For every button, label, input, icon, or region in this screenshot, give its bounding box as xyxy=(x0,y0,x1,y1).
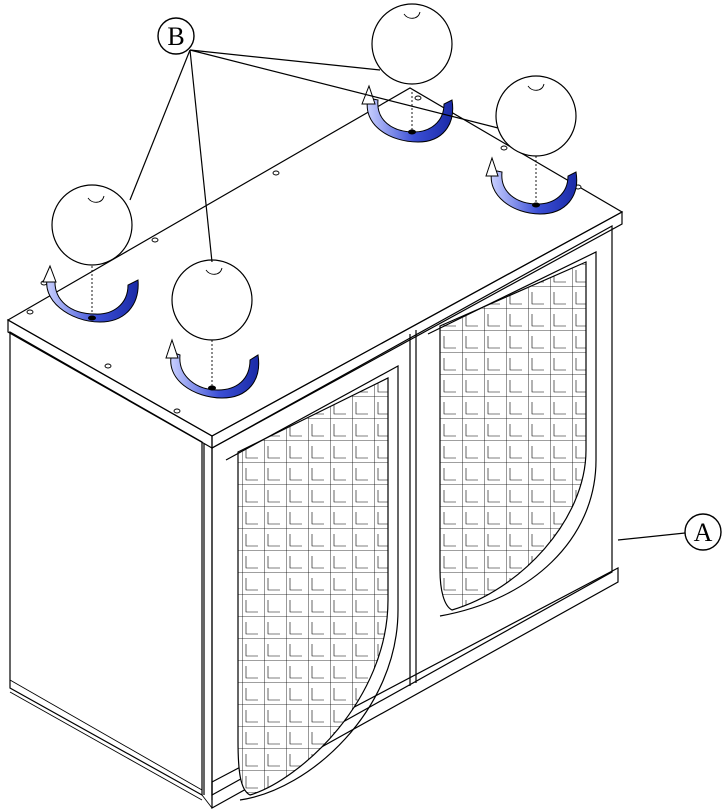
sphere-cap xyxy=(171,259,253,341)
callout-a-label: A xyxy=(694,518,713,547)
rotation-arrow-icon xyxy=(46,274,139,323)
callout-b: B xyxy=(157,17,195,55)
callout-b-leaders xyxy=(129,49,499,263)
grille-left xyxy=(237,377,389,796)
cabinet xyxy=(6,87,624,810)
sphere-cap xyxy=(371,3,453,85)
cabinet-base xyxy=(211,567,619,810)
rotation-arrow-icon xyxy=(490,169,578,215)
rotation-arrow-icon xyxy=(170,351,260,399)
sphere-back-center xyxy=(361,3,454,143)
cabinet-left-side xyxy=(9,330,203,797)
sphere-front-center xyxy=(165,259,260,399)
rotation-arrow-icon xyxy=(366,97,454,143)
sphere-cap xyxy=(495,75,577,157)
callout-a: A xyxy=(617,513,722,551)
cabinet-top-edge-right xyxy=(211,210,623,450)
grille-right xyxy=(439,261,587,611)
callout-b-label: B xyxy=(167,22,184,51)
sphere-back-right xyxy=(485,75,578,215)
sphere-cap xyxy=(51,184,133,266)
sphere-front-left xyxy=(42,184,139,323)
